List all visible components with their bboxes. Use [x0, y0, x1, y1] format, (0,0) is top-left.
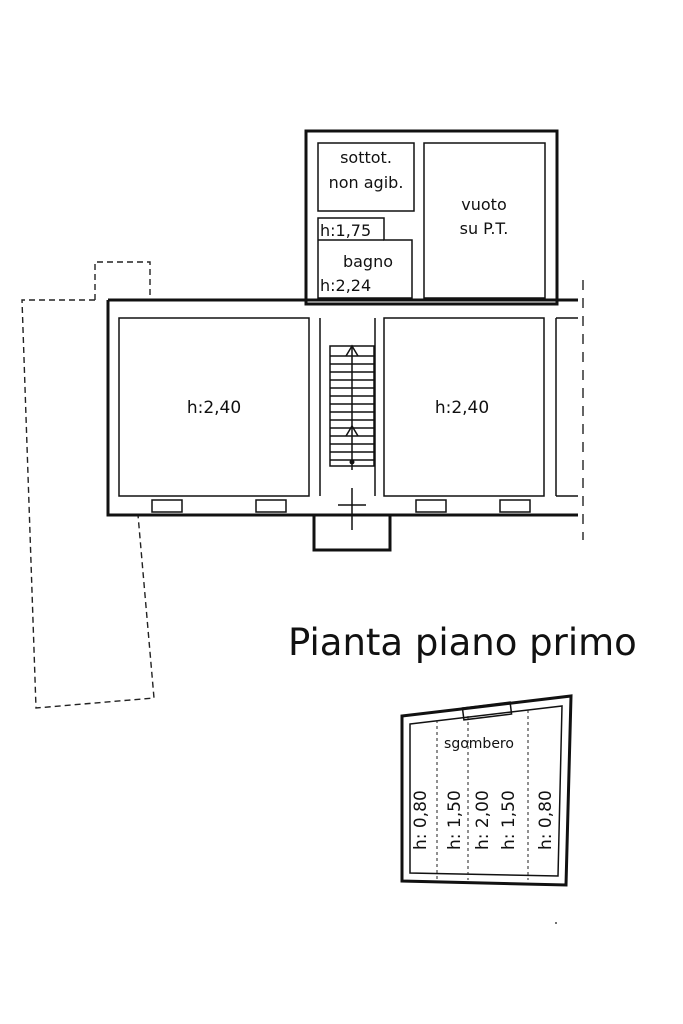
staircase: [329, 344, 375, 470]
sottotetto-label-line1: sottot.: [340, 148, 392, 167]
vuoto-label-line1: vuoto: [461, 195, 506, 214]
upper-block-walls: [304, 129, 559, 306]
sgombero-height-5: h: 0,80: [536, 790, 556, 850]
room-right-height: h:2,40: [435, 398, 489, 418]
sgombero-label: sgombero: [444, 736, 514, 752]
bagno-label: bagno: [343, 252, 393, 271]
sgombero-height-1: h: 0,80: [411, 790, 431, 850]
plan-title: Pianta piano primo: [288, 621, 637, 664]
main-floor-walls: [106, 298, 578, 517]
stray-mark: [555, 922, 557, 924]
ripostiglio-height-label: h:1,75: [320, 221, 371, 240]
bagno-height-label: h:2,24: [320, 276, 371, 295]
vuoto-label-line2: su P.T.: [460, 219, 509, 238]
sottotetto-label-line2: non agib.: [329, 173, 404, 192]
room-left-height: h:2,40: [187, 398, 241, 418]
sgombero-height-3: h: 2,00: [473, 790, 493, 850]
dashed-lower-floor-outline: [21, 261, 155, 709]
right-wall-continuation: [555, 280, 584, 540]
sgombero-plan: [400, 694, 573, 887]
sgombero-height-4: h: 1,50: [499, 790, 519, 850]
windows: [151, 499, 531, 513]
entrance-landing: [312, 488, 392, 552]
sgombero-height-2: h: 1,50: [445, 790, 465, 850]
